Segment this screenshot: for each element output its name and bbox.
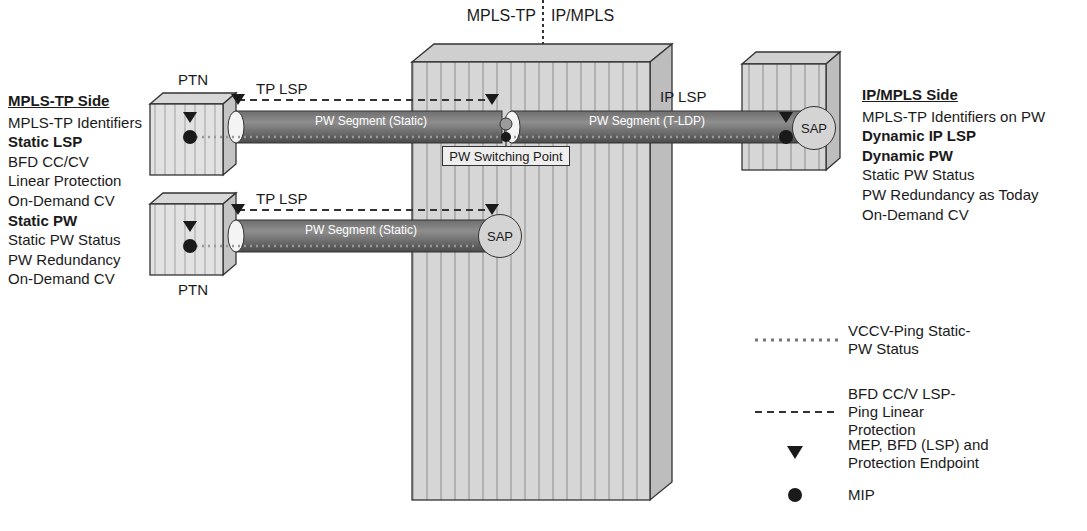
sap-circle: SAP bbox=[792, 106, 836, 150]
mep-triangle bbox=[183, 94, 793, 232]
feature-list-item: Dynamic PW bbox=[862, 147, 953, 165]
node-label: SAP bbox=[801, 121, 827, 136]
feature-list-item: Static PW Status bbox=[8, 231, 121, 249]
tp-lsp-line bbox=[238, 99, 492, 101]
sap-circle: SAP bbox=[478, 214, 522, 258]
feature-list-item: Dynamic IP LSP bbox=[862, 127, 976, 145]
node-label: PW Switching Point bbox=[449, 149, 562, 164]
feature-list-item: On-Demand CV bbox=[8, 270, 115, 288]
domain-divider bbox=[542, 0, 544, 44]
node-label: PW Segment (Static) bbox=[315, 114, 427, 128]
vccv-line bbox=[190, 136, 786, 139]
legend-dashed-sample bbox=[755, 411, 838, 413]
ptn-node: PTN bbox=[150, 93, 236, 175]
legend-text: BFD CC/V LSP-Ping Linear Protection bbox=[848, 385, 974, 439]
switching-point-box: PW Switching Point bbox=[442, 146, 570, 166]
legend-dotted-sample bbox=[755, 339, 838, 342]
legend-text: VCCV-Ping Static-PW Status bbox=[848, 322, 980, 358]
node-label: PTN bbox=[178, 71, 208, 88]
feature-list-item: IP/MPLS Side bbox=[862, 86, 958, 104]
feature-list-item: MPLS-TP Side bbox=[8, 92, 109, 110]
feature-list-item: Linear Protection bbox=[8, 172, 121, 190]
ptn-device bbox=[150, 193, 236, 275]
feature-list-item: Static PW bbox=[8, 212, 77, 230]
ptn-device bbox=[150, 93, 236, 175]
lsp-label: TP LSP bbox=[256, 190, 307, 208]
node-label: PW Segment (Static) bbox=[305, 223, 417, 237]
feature-list-item: PW Redundancy as Today bbox=[862, 186, 1039, 204]
vccv-line bbox=[190, 245, 478, 248]
tp-lsp-line bbox=[238, 209, 492, 211]
feature-list-item: PW Redundancy bbox=[8, 251, 121, 269]
domain-label: MPLS-TP bbox=[467, 7, 536, 25]
feature-list-item: MPLS-TP Identifiers bbox=[8, 114, 142, 132]
node-label: PTN bbox=[178, 281, 208, 298]
mip-dot bbox=[183, 130, 793, 253]
legend-text: MEP, BFD (LSP) and Protection Endpoint bbox=[848, 436, 1018, 472]
legend-dot-sample bbox=[788, 488, 802, 502]
switching-point-symbol bbox=[500, 118, 512, 130]
feature-list-item: On-Demand CV bbox=[8, 192, 115, 210]
pw-segment-pipe: PW Segment (Static) bbox=[246, 221, 476, 239]
legend-text: MIP bbox=[848, 486, 968, 504]
pw-segment-pipe: PW Segment (Static) bbox=[246, 112, 496, 130]
ptn-node: PTN bbox=[150, 193, 236, 275]
node-label: PW Segment (T-LDP) bbox=[589, 114, 705, 128]
domain-label: IP/MPLS bbox=[551, 7, 614, 25]
node-label: SAP bbox=[487, 229, 513, 244]
feature-list-item: Static LSP bbox=[8, 133, 82, 151]
feature-list-item: MPLS-TP Identifiers on PW bbox=[862, 108, 1045, 126]
feature-list-item: Static PW Status bbox=[862, 166, 975, 184]
lsp-label: TP LSP bbox=[256, 80, 307, 98]
lsp-label: IP LSP bbox=[660, 88, 706, 106]
legend-triangle-sample bbox=[787, 446, 803, 459]
feature-list-item: BFD CC/CV bbox=[8, 153, 89, 171]
pw-segment-pipe: PW Segment (T-LDP) bbox=[522, 112, 772, 130]
feature-list-item: On-Demand CV bbox=[862, 206, 969, 224]
